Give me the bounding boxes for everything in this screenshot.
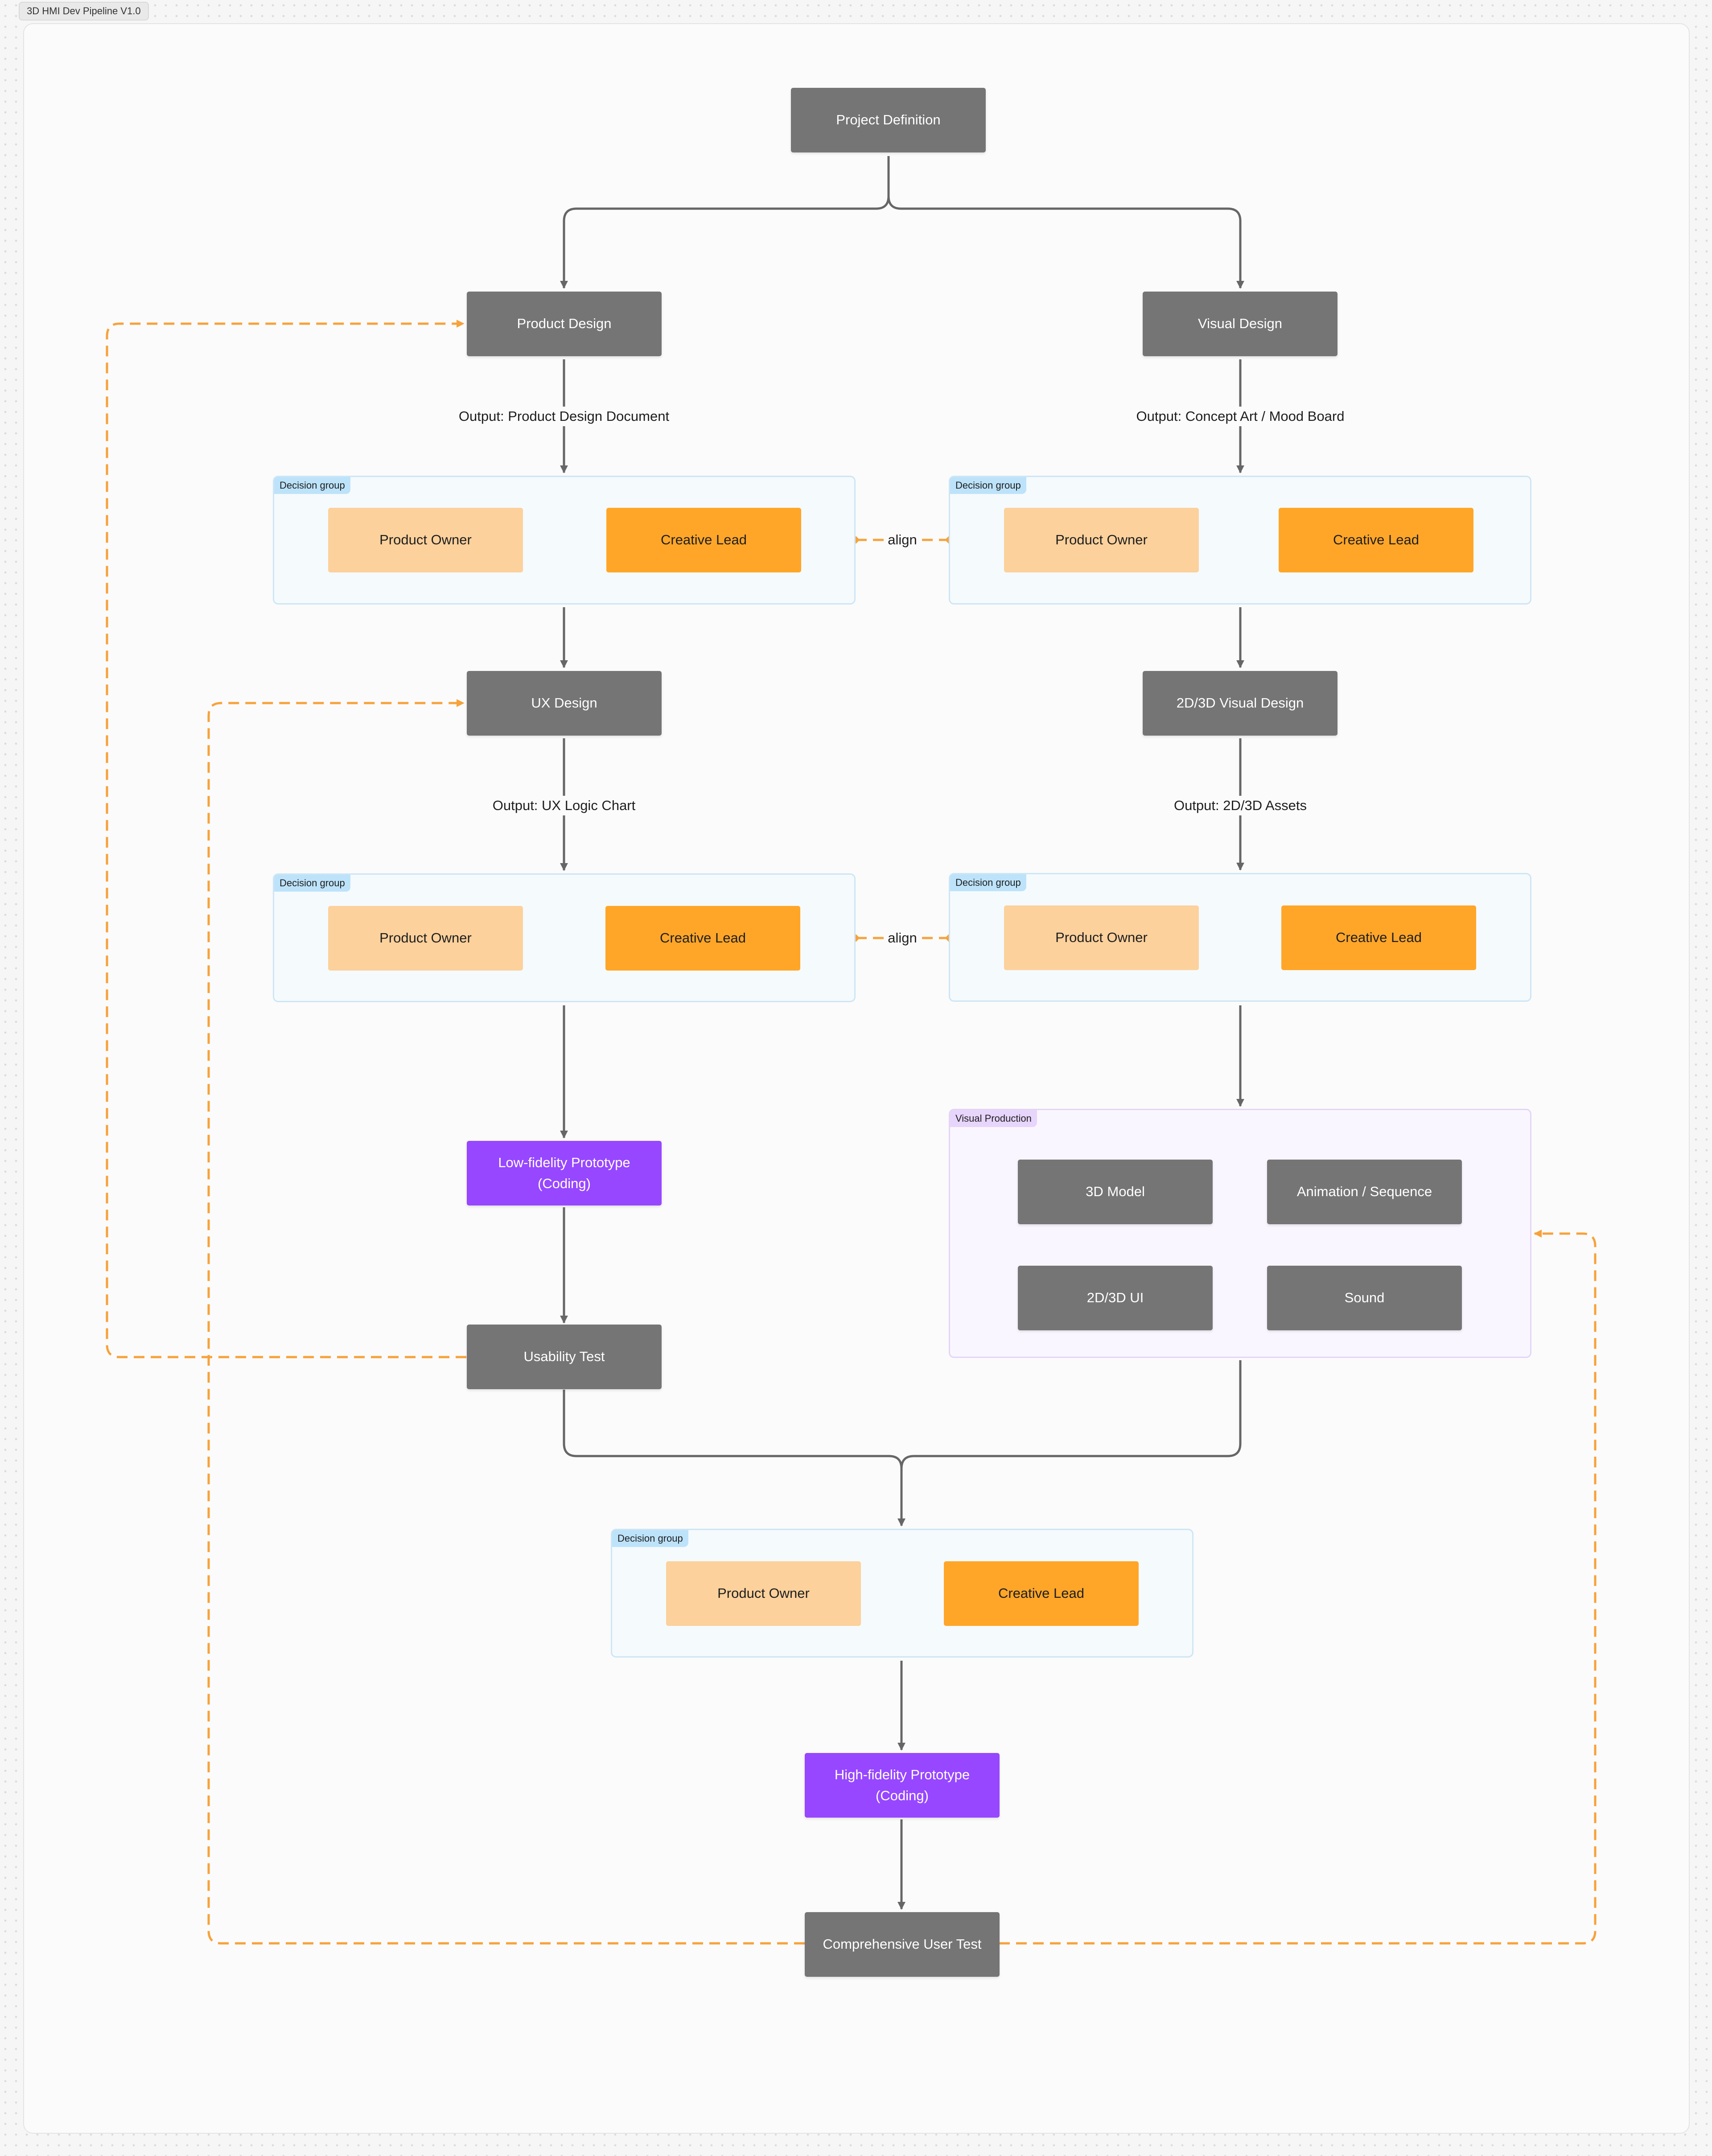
group-tag: Decision group (274, 477, 350, 494)
product-owner-box[interactable]: Product Owner (328, 508, 523, 572)
product-owner-box[interactable]: Product Owner (328, 906, 523, 971)
edge-usability-merge (563, 1390, 905, 1526)
align-label-1: align (888, 532, 917, 547)
product-owner-box[interactable]: Product Owner (1004, 508, 1199, 572)
creative-lead-box[interactable]: Creative Lead (606, 508, 801, 572)
group-tag: Decision group (274, 875, 350, 892)
output-label-ux-logic-chart: Output: UX Logic Chart (488, 796, 640, 815)
edge-projectdef-product (560, 156, 890, 289)
output-label-concept-art: Output: Concept Art / Mood Board (1132, 407, 1349, 426)
product-owner-box[interactable]: Product Owner (1004, 905, 1199, 970)
group-tag: Decision group (950, 477, 1026, 494)
node-comprehensive-user-test[interactable]: Comprehensive User Test (805, 1912, 1000, 1977)
group-tag: Decision group (612, 1530, 688, 1547)
node-usability-test[interactable]: Usability Test (467, 1325, 662, 1389)
node-hifi-prototype[interactable]: High-fidelity Prototype (Coding) (805, 1753, 1000, 1818)
frame-title: 3D HMI Dev Pipeline V1.0 (19, 2, 149, 21)
node-project-definition[interactable]: Project Definition (791, 88, 986, 152)
node-animation-sequence[interactable]: Animation / Sequence (1267, 1160, 1462, 1224)
output-label-2d3d-assets: Output: 2D/3D Assets (1169, 796, 1312, 815)
align-label-2: align (888, 930, 917, 946)
group-tag: Decision group (950, 874, 1026, 891)
edge-projectdef-visual (887, 156, 1244, 289)
node-lofi-prototype[interactable]: Low-fidelity Prototype (Coding) (467, 1141, 662, 1206)
loop-comprehensive-to-ux (207, 699, 805, 1945)
output-label-product-design-document: Output: Product Design Document (454, 407, 674, 426)
creative-lead-box[interactable]: Creative Lead (1281, 905, 1476, 970)
node-2d3d-ui[interactable]: 2D/3D UI (1018, 1266, 1213, 1330)
loop-usability-to-product (106, 320, 466, 1358)
node-3d-model[interactable]: 3D Model (1018, 1160, 1213, 1224)
creative-lead-box[interactable]: Creative Lead (605, 906, 800, 971)
creative-lead-box[interactable]: Creative Lead (944, 1561, 1139, 1626)
node-ux-design[interactable]: UX Design (467, 671, 662, 736)
node-product-design[interactable]: Product Design (467, 292, 662, 356)
creative-lead-box[interactable]: Creative Lead (1279, 508, 1473, 572)
visual-production-tag: Visual Production (950, 1110, 1037, 1127)
node-2d3d-visual-design[interactable]: 2D/3D Visual Design (1143, 671, 1338, 736)
edge-vprod-merge (897, 1360, 1242, 1526)
node-sound[interactable]: Sound (1267, 1266, 1462, 1330)
node-visual-design[interactable]: Visual Design (1143, 292, 1338, 356)
product-owner-box[interactable]: Product Owner (666, 1561, 861, 1626)
